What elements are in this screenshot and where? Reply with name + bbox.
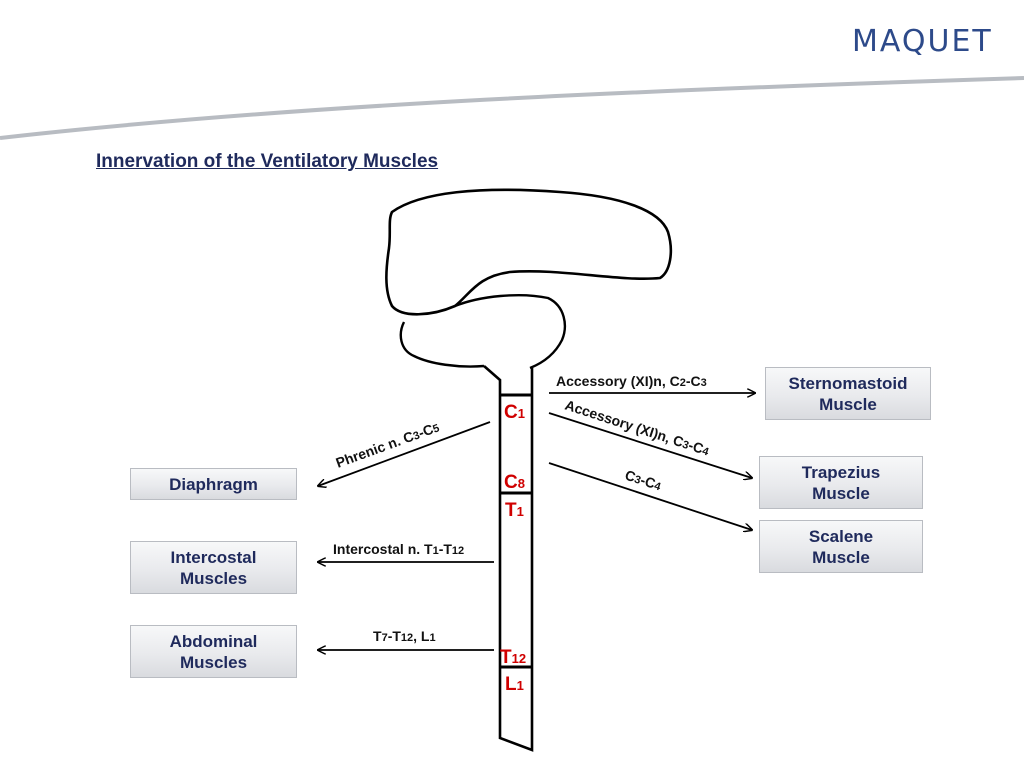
- cerebrum-outline: [385, 188, 673, 316]
- cerebellum-outline: [399, 293, 566, 370]
- trapezius-muscle-box: Trapezius Muscle: [759, 456, 923, 509]
- nerve-label-accessory-c3-c4: Accessory (XI)n, C3-C4: [563, 397, 712, 459]
- maquet-logo: MAQUET: [852, 24, 993, 59]
- segment-label-t1: T1: [505, 500, 524, 521]
- arrow-diaphragm: [318, 421, 491, 486]
- segment-label-c8: C8: [504, 472, 525, 493]
- segment-label-c1: C1: [504, 402, 525, 423]
- nerve-label-accessory-c2-c3: Accessory (XI)n, C2-C3: [556, 373, 707, 389]
- sternomastoid-muscle-box: Sternomastoid Muscle: [765, 367, 931, 420]
- arrow-scalene: [548, 462, 752, 530]
- nerve-label-intercostal: Intercostal n. T1-T12: [333, 541, 464, 557]
- spinal-cord: [483, 365, 534, 752]
- arrow-trapezius: [548, 412, 752, 478]
- header-swoosh: [0, 76, 1024, 140]
- nerve-label-abdominal: T7-T12, L1: [373, 628, 436, 644]
- page-title: Innervation of the Ventilatory Muscles: [96, 151, 439, 172]
- intercostal-muscles-box: Intercostal Muscles: [130, 541, 297, 594]
- abdominal-muscles-box: Abdominal Muscles: [130, 625, 297, 678]
- nerve-label-phrenic: Phrenic n. C3-C5: [334, 419, 442, 471]
- nerve-label-scalene-c3-c4: C3-C4: [623, 467, 664, 494]
- segment-label-t12: T12: [500, 647, 526, 668]
- scalene-muscle-box: Scalene Muscle: [759, 520, 923, 573]
- diaphragm-box: Diaphragm: [130, 468, 297, 500]
- segment-label-l1: L1: [505, 674, 524, 695]
